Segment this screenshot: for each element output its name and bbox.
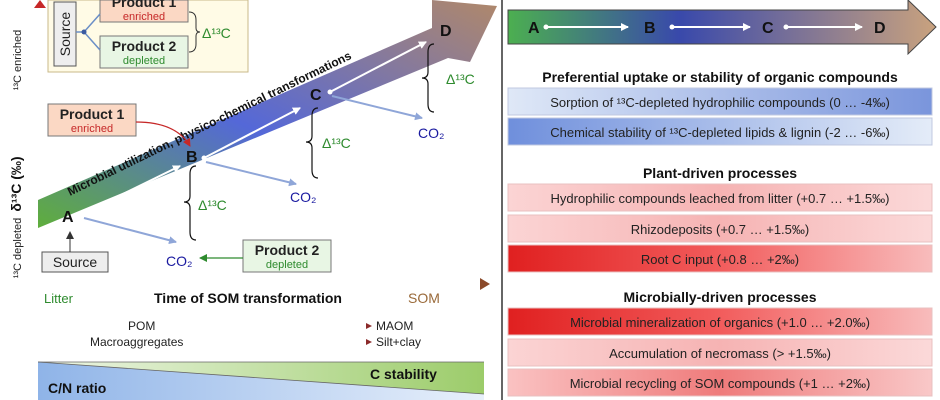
row-root-c-box xyxy=(507,244,933,273)
top-dot-a xyxy=(543,24,549,30)
pom-maom-arrowhead xyxy=(366,323,372,329)
stage-arrow-a-b xyxy=(81,165,181,215)
co2-label-c: CO₂ xyxy=(418,125,444,141)
legend-product2-label: Product 2 xyxy=(112,38,177,54)
row-root-c-text: Root C input (+0.8 … +2‰) xyxy=(641,252,799,267)
maom-label: MAOM xyxy=(376,319,413,333)
legend-source-label: Source xyxy=(57,12,73,57)
x-axis-right-label: SOM xyxy=(408,290,440,306)
silt-label: Silt+clay xyxy=(376,335,421,349)
legend-product1-label: Product 1 xyxy=(112,0,177,10)
co2-label-b: CO₂ xyxy=(290,189,316,205)
top-stage-a: A xyxy=(528,20,540,37)
delta-brace-a xyxy=(183,165,197,241)
delta-label-b: Δ¹³C xyxy=(322,135,351,151)
x-axis-title: Time of SOM transformation xyxy=(154,290,342,306)
co2-label-a: CO₂ xyxy=(166,253,192,269)
top-stage-d: D xyxy=(874,20,886,37)
row-necromass-text: Accumulation of necromass (> +1.5‰) xyxy=(609,346,831,361)
y-axis-arrowhead xyxy=(34,0,46,8)
co2-branch-b xyxy=(205,161,297,187)
stage-label-b: B xyxy=(186,149,198,166)
pom-label: POM xyxy=(128,319,155,333)
top-stage-c: C xyxy=(762,20,774,37)
product1-callout-title: Product 1 xyxy=(60,106,125,122)
row-sorption-box xyxy=(507,87,933,116)
top-dot-c xyxy=(783,24,789,30)
row-hydrophilic-box xyxy=(507,183,933,212)
stage-label-a: A xyxy=(62,209,74,226)
legend-split-dot xyxy=(81,29,87,35)
legend-product2-box xyxy=(99,35,189,69)
row-mineralization-box xyxy=(507,307,933,336)
x-axis-left-label: Litter xyxy=(44,291,74,306)
legend-brace xyxy=(188,11,201,53)
stage-label-d: D xyxy=(440,23,452,40)
legend-delta-label: Δ¹³C xyxy=(202,25,231,41)
section-title-uptake: Preferential uptake or stability of orga… xyxy=(542,69,898,85)
row-hydrophilic-text: Hydrophilic compounds leached from litte… xyxy=(551,191,890,206)
legend-enriched-label: enriched xyxy=(123,11,165,23)
delta-brace-b xyxy=(305,107,319,179)
row-chemical-stability-box xyxy=(507,117,933,146)
co2-branch-a xyxy=(83,217,177,245)
delta-brace-c xyxy=(421,43,435,113)
delta-label-c: Δ¹³C xyxy=(446,71,475,87)
product2-callout: Product 2 depleted xyxy=(199,239,332,273)
legend-box: Source Product 1 enriched Product 2 depl… xyxy=(47,0,249,73)
row-necromass-box xyxy=(507,338,933,367)
product1-callout: Product 1 enriched xyxy=(47,103,191,147)
c-stability-label: C stability xyxy=(370,366,437,382)
stage-dot-c xyxy=(327,89,333,95)
co2-branch-c xyxy=(331,95,423,121)
section-title-microbial: Microbially-driven processes xyxy=(624,289,817,305)
cn-ratio-label: C/N ratio xyxy=(48,380,106,396)
top-stage-b: B xyxy=(644,20,656,37)
row-rhizodeposits-box xyxy=(507,214,933,243)
section-title-plant: Plant-driven processes xyxy=(643,165,797,181)
legend-depleted-label: depleted xyxy=(123,55,165,67)
y-axis-bottom-label: ¹³C depleted xyxy=(12,218,24,279)
row-mineralization-text: Microbial mineralization of organics (+1… xyxy=(570,315,870,330)
legend-product1-box xyxy=(99,0,189,23)
row-rhizodeposits-text: Rhizodeposits (+0.7 … +1.5‰) xyxy=(631,222,809,237)
y-axis-label: δ¹³C (‰) xyxy=(8,156,24,211)
stage-arrow-c-d xyxy=(329,41,427,93)
stage-dot-b xyxy=(201,155,207,161)
wedge-divider xyxy=(37,361,485,395)
legend-source-box xyxy=(53,1,77,67)
row-recycling-text: Microbial recycling of SOM compounds (+1… xyxy=(570,376,871,391)
source-callout: Source xyxy=(41,231,109,273)
top-stage-arrow: A B C D xyxy=(507,0,937,56)
macro-silt-arrowhead xyxy=(366,339,372,345)
top-dot-b xyxy=(669,24,675,30)
product2-callout-title: Product 2 xyxy=(255,242,320,258)
main-transformation-arrow xyxy=(38,0,497,228)
stage-label-c: C xyxy=(310,87,322,104)
y-axis-top-label: ¹³C enriched xyxy=(12,30,24,91)
x-axis-arrowhead xyxy=(480,278,490,290)
source-box-label: Source xyxy=(53,254,98,270)
product2-callout-sub: depleted xyxy=(266,259,308,271)
macro-label: Macroaggregates xyxy=(90,335,183,349)
product1-callout-sub: enriched xyxy=(71,123,113,135)
stage-dot-a xyxy=(79,211,85,217)
cn-ratio-wedge xyxy=(38,362,484,400)
stage-arrow-b-c xyxy=(203,107,301,159)
row-recycling-box xyxy=(507,368,933,397)
row-sorption-text: Sorption of ¹³C-depleted hydrophilic com… xyxy=(550,95,890,110)
delta-label-a: Δ¹³C xyxy=(198,197,227,213)
row-chemical-stability-text: Chemical stability of ¹³C-depleted lipid… xyxy=(550,125,890,140)
product1-callout-arrow xyxy=(135,121,191,147)
